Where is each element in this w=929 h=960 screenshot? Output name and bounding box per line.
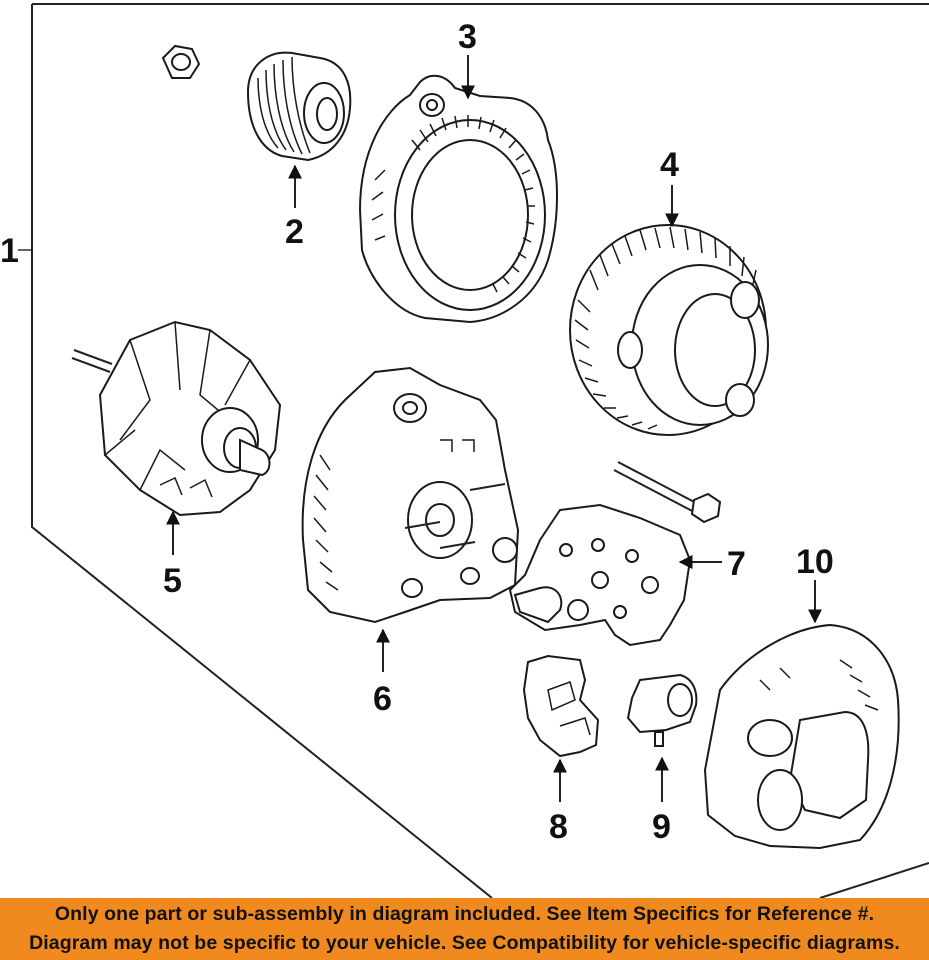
callout-9: 9 <box>652 808 671 846</box>
assembly-boundary <box>31 3 929 898</box>
callout-7: 7 <box>727 545 746 583</box>
rotor-part <box>71 320 282 517</box>
brush-holder-part <box>522 654 600 758</box>
callout-3: 3 <box>458 18 477 56</box>
stator-part <box>569 224 769 436</box>
alternator-exploded-diagram: 1 2 3 4 <box>0 3 929 898</box>
callout-10: 10 <box>796 543 834 581</box>
through-bolt-part <box>613 461 722 524</box>
callout-6: 6 <box>373 680 392 718</box>
rear-housing-part <box>301 366 520 624</box>
disclaimer-line-1: Only one part or sub-assembly in diagram… <box>54 903 875 925</box>
callout-5: 5 <box>163 562 182 600</box>
drive-end-housing-part <box>358 74 558 324</box>
callout-8: 8 <box>549 808 568 846</box>
callout-1: 1 <box>0 232 19 270</box>
rectifier-part <box>508 503 692 647</box>
callout-2: 2 <box>285 213 304 251</box>
disclaimer-banner: Only one part or sub-assembly in diagram… <box>0 898 929 960</box>
rear-cover-part <box>703 623 900 850</box>
callout-4: 4 <box>660 146 679 184</box>
pulley-part <box>246 51 352 162</box>
nut-part <box>161 44 201 79</box>
voltage-regulator-part <box>626 673 698 747</box>
disclaimer-line-2: Diagram may not be specific to your vehi… <box>29 932 900 954</box>
